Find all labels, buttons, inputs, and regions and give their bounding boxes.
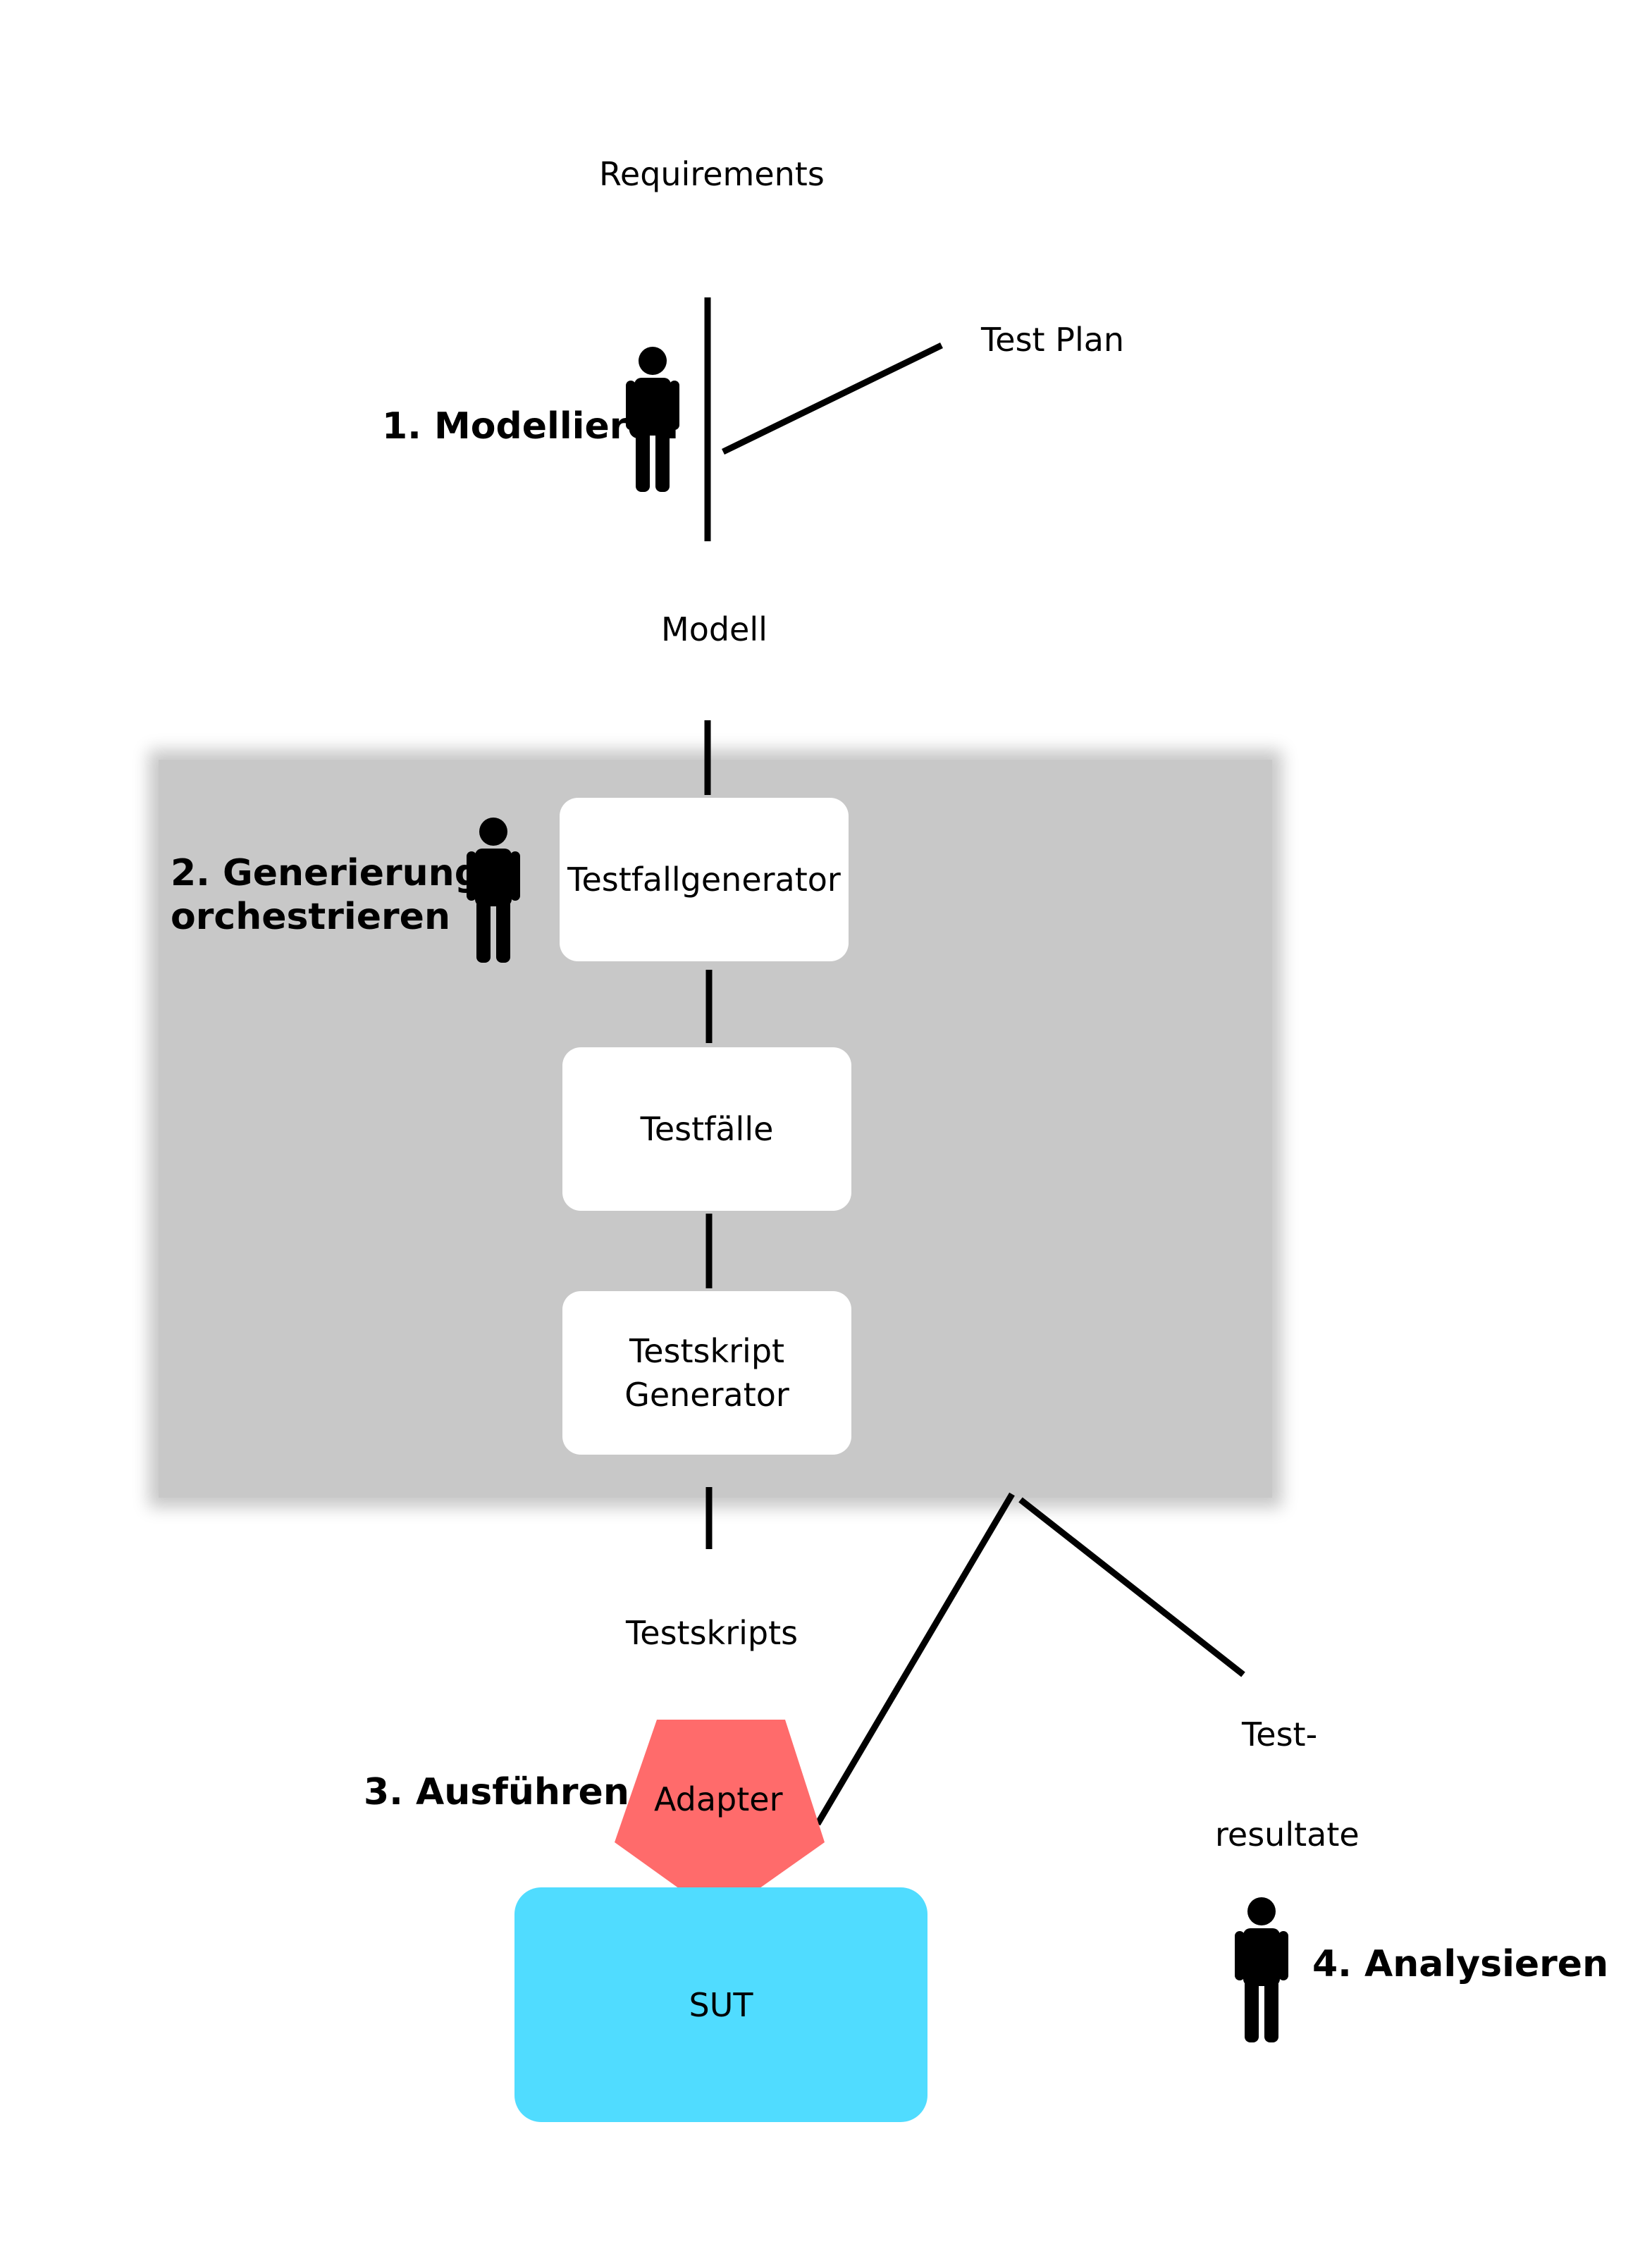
sut-label: SUT xyxy=(689,1985,753,2024)
testfaelle-box: Testfälle xyxy=(562,1047,851,1211)
step-3-label: 3. Ausführen xyxy=(364,1771,629,1813)
testfallgenerator-label: Testfallgenerator xyxy=(567,861,841,899)
testfallgenerator-box: Testfallgenerator xyxy=(560,798,849,961)
testresultate-label-2: resultate xyxy=(1215,1815,1360,1854)
person-icon xyxy=(626,347,679,492)
testskript-generator-label-1: Testskript xyxy=(629,1332,785,1370)
adapter-label: Adapter xyxy=(654,1780,783,1818)
step-4-label: 4. Analysieren xyxy=(1312,1943,1609,1985)
step-2-label-2: orchestrieren xyxy=(171,896,450,938)
person-icon xyxy=(1235,1897,1288,2042)
modell-label: Modell xyxy=(661,610,768,648)
test-plan-label: Test Plan xyxy=(981,321,1125,359)
connector-adapter-results xyxy=(815,1492,1015,1826)
testskripts-label: Testskripts xyxy=(626,1614,799,1652)
person-icon xyxy=(467,818,520,963)
testskript-generator-label-2: Generator xyxy=(624,1376,789,1414)
connector-results xyxy=(1018,1497,1245,1677)
testskript-generator-box: Testskript Generator xyxy=(562,1291,851,1455)
adapter-shape xyxy=(615,1720,825,1917)
step-2-label-1: 2. Generierung xyxy=(171,852,481,894)
sut-box: SUT xyxy=(514,1887,927,2122)
testresultate-label-1: Test- xyxy=(1242,1715,1318,1753)
testfaelle-label: Testfälle xyxy=(640,1110,774,1148)
connector-testplan xyxy=(722,342,943,455)
requirements-label: Requirements xyxy=(599,155,825,193)
